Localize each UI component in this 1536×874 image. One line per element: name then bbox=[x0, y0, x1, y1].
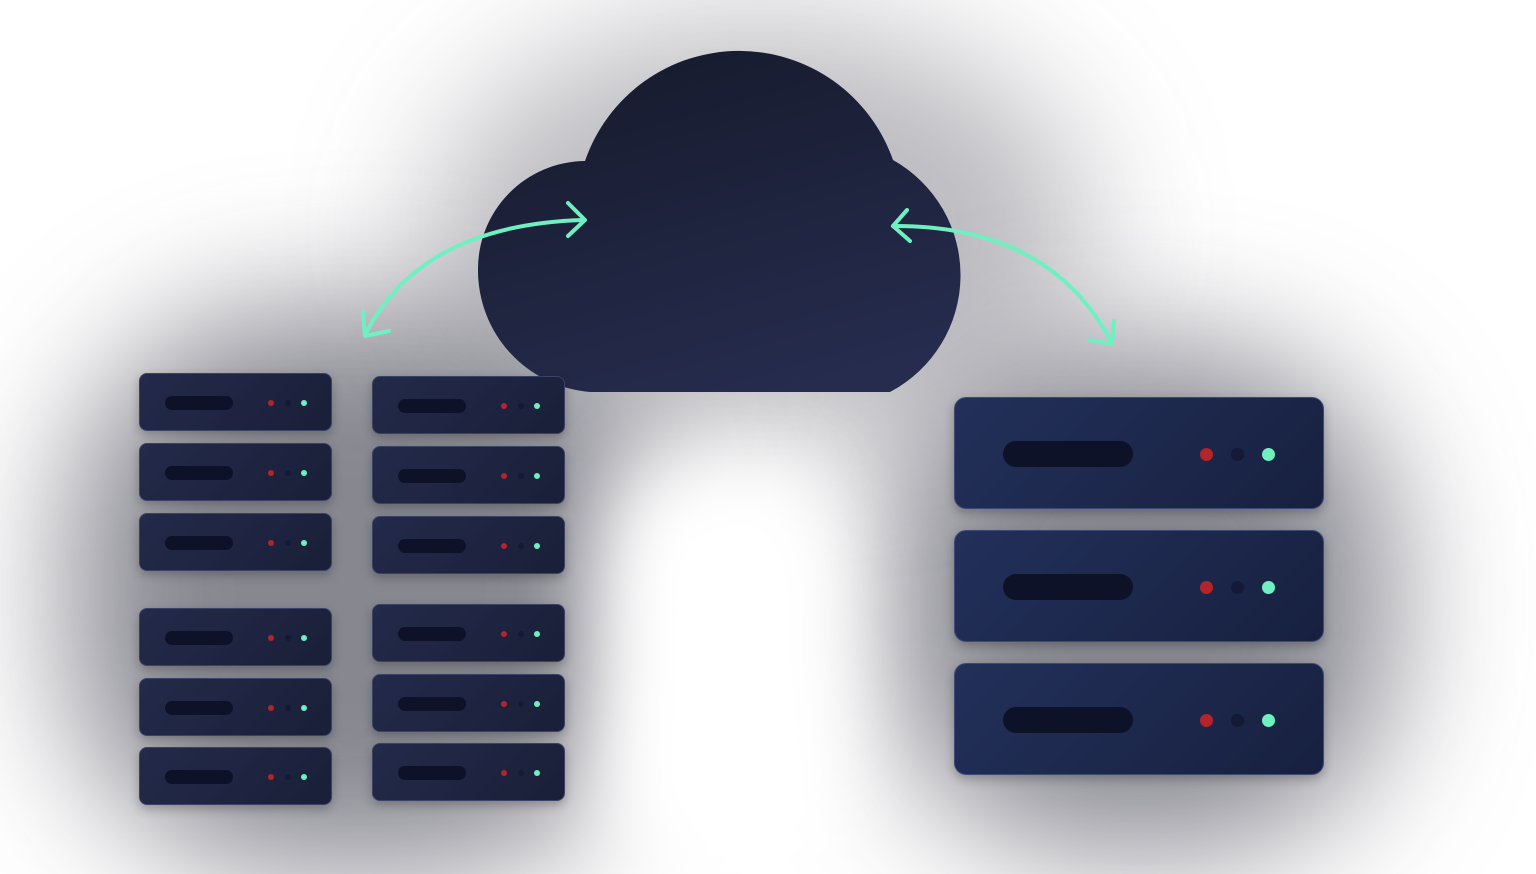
drive-slot bbox=[165, 631, 233, 645]
server-rack-unit bbox=[372, 604, 565, 662]
server-rack-unit bbox=[372, 674, 565, 732]
server-rack-unit bbox=[139, 747, 332, 805]
drive-slot bbox=[398, 399, 466, 413]
status-led-green bbox=[1262, 580, 1275, 594]
status-led-off bbox=[517, 473, 524, 479]
status-led-off bbox=[517, 770, 524, 776]
status-led-red bbox=[1200, 580, 1213, 594]
status-led-off bbox=[284, 705, 291, 711]
status-led-off bbox=[517, 543, 524, 549]
arrow-left-curve bbox=[363, 218, 585, 337]
status-led-green bbox=[534, 770, 540, 776]
status-led-green bbox=[534, 473, 540, 479]
drive-slot bbox=[1003, 707, 1133, 733]
status-led-off bbox=[517, 403, 524, 409]
arrow-left-head-bottom bbox=[361, 310, 391, 338]
status-led-off bbox=[284, 635, 291, 641]
status-led-green bbox=[301, 774, 307, 780]
arrow-left-head-top bbox=[566, 201, 587, 238]
server-rack-unit bbox=[954, 663, 1324, 775]
status-led-green bbox=[534, 701, 540, 707]
server-rack-unit bbox=[372, 446, 565, 504]
drive-slot bbox=[398, 539, 466, 553]
status-led-red bbox=[268, 540, 274, 546]
status-led-red bbox=[1200, 447, 1213, 461]
status-led-green bbox=[301, 635, 307, 641]
server-rack-unit bbox=[139, 443, 332, 501]
arrow-right-head-top bbox=[891, 208, 912, 243]
status-led-off bbox=[517, 701, 524, 707]
status-led-green bbox=[534, 543, 540, 549]
status-led-green bbox=[534, 403, 540, 409]
status-led-red bbox=[268, 705, 274, 711]
drive-slot bbox=[398, 469, 466, 483]
server-rack-unit bbox=[139, 513, 332, 571]
server-rack-unit bbox=[372, 376, 565, 434]
drive-slot bbox=[398, 627, 466, 641]
status-led-red bbox=[268, 635, 274, 641]
server-rack-unit bbox=[372, 516, 565, 574]
drive-slot bbox=[398, 766, 466, 780]
status-led-red bbox=[268, 470, 274, 476]
status-led-off bbox=[284, 470, 291, 476]
status-led-off bbox=[284, 774, 291, 780]
server-rack-unit bbox=[139, 678, 332, 736]
cloud-shape bbox=[477, 50, 961, 393]
status-led-red bbox=[1200, 713, 1213, 727]
status-led-green bbox=[534, 631, 540, 637]
server-rack-unit bbox=[139, 608, 332, 666]
status-led-red bbox=[501, 543, 507, 549]
status-led-red bbox=[501, 631, 507, 637]
status-led-green bbox=[1262, 713, 1275, 727]
status-led-off bbox=[1231, 713, 1244, 727]
status-led-red bbox=[501, 403, 507, 409]
server-rack-unit bbox=[372, 743, 565, 801]
status-led-red bbox=[268, 774, 274, 780]
status-led-red bbox=[268, 400, 274, 406]
drive-slot bbox=[165, 466, 233, 480]
server-rack-unit bbox=[954, 530, 1324, 642]
status-led-green bbox=[301, 400, 307, 406]
status-led-red bbox=[501, 770, 507, 776]
drive-slot bbox=[165, 536, 233, 550]
drive-slot bbox=[165, 396, 233, 410]
status-led-green bbox=[301, 540, 307, 546]
arrow-right-curve bbox=[891, 223, 1114, 345]
double-arrow-icon bbox=[361, 201, 587, 338]
status-led-off bbox=[284, 540, 291, 546]
status-led-green bbox=[301, 705, 307, 711]
server-rack-unit bbox=[139, 373, 332, 431]
status-led-red bbox=[501, 701, 507, 707]
drive-slot bbox=[1003, 574, 1133, 600]
status-led-off bbox=[1231, 580, 1244, 594]
status-led-off bbox=[1231, 447, 1244, 461]
status-led-red bbox=[501, 473, 507, 479]
background-gap bbox=[600, 460, 840, 874]
status-led-off bbox=[284, 400, 291, 406]
server-rack-unit bbox=[954, 397, 1324, 509]
drive-slot bbox=[1003, 441, 1133, 467]
arrow-right-head-bottom bbox=[1088, 319, 1116, 346]
status-led-green bbox=[1262, 447, 1275, 461]
double-arrow-icon bbox=[891, 208, 1116, 346]
drive-slot bbox=[398, 697, 466, 711]
status-led-green bbox=[301, 470, 307, 476]
status-led-off bbox=[517, 631, 524, 637]
drive-slot bbox=[165, 770, 233, 784]
drive-slot bbox=[165, 701, 233, 715]
